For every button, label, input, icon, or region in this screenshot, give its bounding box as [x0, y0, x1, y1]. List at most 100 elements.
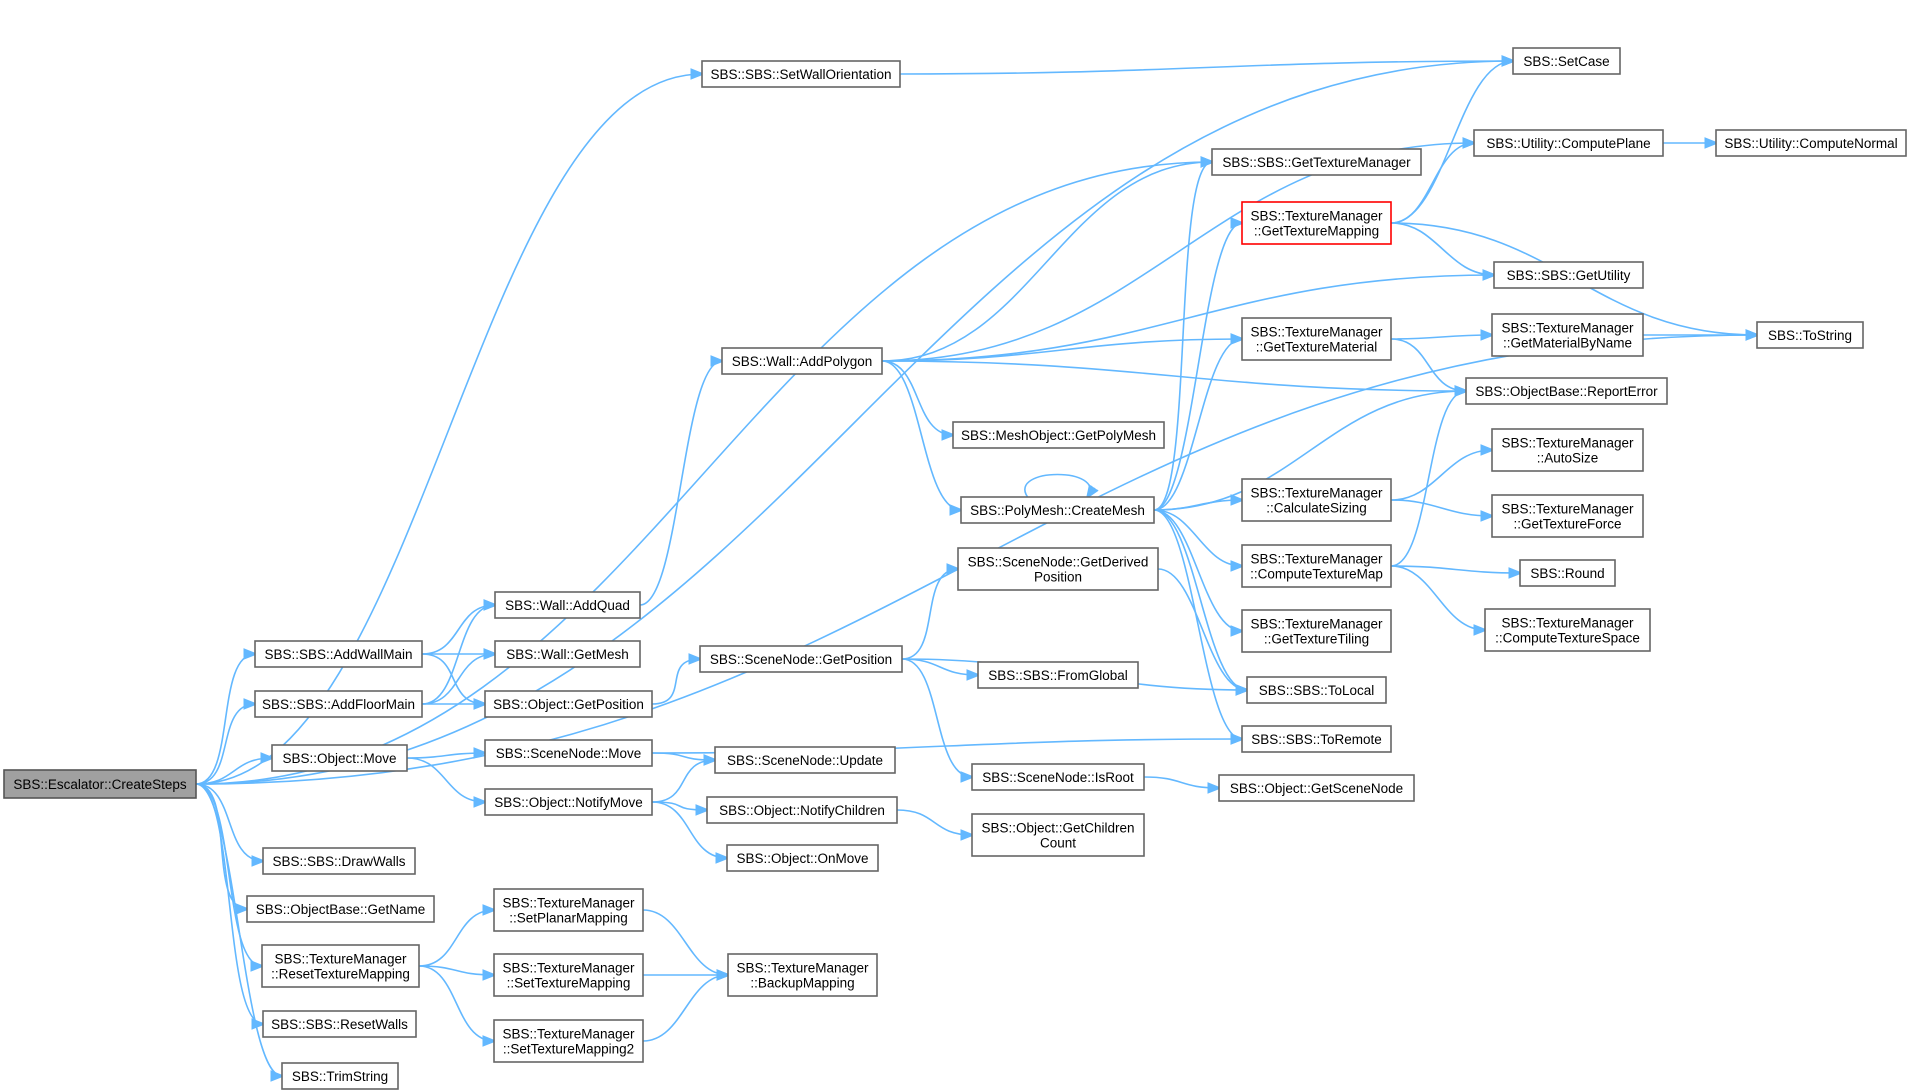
- node-layer: SBS::Escalator::CreateSteps SBS::SBS::Add…: [3, 47, 1907, 1090]
- node-object-on-move[interactable]: SBS::Object::OnMove: [726, 844, 879, 872]
- node-scenenode-get-position[interactable]: SBS::SceneNode::GetPosition: [699, 645, 903, 673]
- edge-polymesh_create_mesh-to-sbs_to_local: [1153, 509, 1247, 690]
- node-box: [254, 690, 423, 718]
- node-get-texture-material[interactable]: SBS::TextureManager::GetTextureMaterial: [1241, 317, 1392, 361]
- edge-get_texture_mapping-to-utility_compute_plane: [1390, 143, 1474, 224]
- node-box: [1211, 148, 1422, 176]
- node-report-error[interactable]: SBS::ObjectBase::ReportError: [1465, 377, 1668, 405]
- node-label: SBS::Object::Move: [282, 751, 396, 766]
- edge-get_texture_material-to-report_error: [1390, 338, 1466, 391]
- node-box: [1241, 201, 1392, 245]
- node-box: [1473, 129, 1664, 157]
- edge-compute_texture_map-to-report_error: [1390, 391, 1466, 567]
- node-draw-walls[interactable]: SBS::SBS::DrawWalls: [262, 847, 416, 875]
- node-label: SBS::Wall::AddQuad: [505, 598, 630, 613]
- edge-reset_texture_mapping-to-set_planar_mapping: [418, 910, 494, 967]
- node-label: SBS::Utility::ComputeNormal: [1724, 136, 1897, 151]
- node-set-case[interactable]: SBS::SetCase: [1512, 47, 1621, 75]
- node-get-material-by-name[interactable]: SBS::TextureManager::GetMaterialByName: [1491, 313, 1644, 357]
- node-box: [977, 661, 1139, 689]
- node-label: SBS::Wall::GetMesh: [506, 647, 629, 662]
- edge-polymesh_create_mesh-to-calculate_sizing: [1153, 500, 1242, 511]
- node-add-floor-main[interactable]: SBS::SBS::AddFloorMain: [254, 690, 423, 718]
- node-add-wall-main[interactable]: SBS::SBS::AddWallMain: [254, 640, 423, 668]
- node-scenenode-is-root[interactable]: SBS::SceneNode::IsRoot: [971, 763, 1145, 791]
- node-scenenode-update[interactable]: SBS::SceneNode::Update: [714, 746, 896, 774]
- node-backup-mapping[interactable]: SBS::TextureManager::BackupMapping: [727, 953, 878, 997]
- node-wall-add-quad[interactable]: SBS::Wall::AddQuad: [494, 591, 641, 619]
- node-box: [254, 640, 423, 668]
- node-label: ::GetTextureMaterial: [1256, 340, 1378, 355]
- node-sbs-from-global[interactable]: SBS::SBS::FromGlobal: [977, 661, 1139, 689]
- node-label: SBS::TextureManager: [502, 961, 635, 976]
- node-label: SBS::Object::NotifyMove: [494, 795, 643, 810]
- node-set-planar-mapping[interactable]: SBS::TextureManager::SetPlanarMapping: [493, 888, 644, 932]
- node-box: [494, 591, 641, 619]
- node-trim-string[interactable]: SBS::TrimString: [281, 1062, 399, 1090]
- node-label: SBS::TextureManager: [1501, 502, 1634, 517]
- node-object-get-scene-node[interactable]: SBS::Object::GetSceneNode: [1218, 774, 1415, 802]
- node-auto-size[interactable]: SBS::TextureManager::AutoSize: [1491, 428, 1644, 472]
- node-get-texture-force[interactable]: SBS::TextureManager::GetTextureForce: [1491, 494, 1644, 538]
- node-objectbase-getname[interactable]: SBS::ObjectBase::GetName: [246, 895, 435, 923]
- node-sbs-round[interactable]: SBS::Round: [1519, 559, 1616, 587]
- node-label: ::ComputeTextureSpace: [1495, 631, 1640, 646]
- node-label: ::GetMaterialByName: [1503, 336, 1632, 351]
- node-set-wall-orientation[interactable]: SBS::SBS::SetWallOrientation: [701, 60, 901, 88]
- node-box: [484, 690, 653, 718]
- edge-set_planar_mapping-to-backup_mapping: [642, 909, 728, 975]
- node-create-steps[interactable]: SBS::Escalator::CreateSteps: [3, 769, 197, 799]
- node-set-texture-mapping[interactable]: SBS::TextureManager::SetTextureMapping: [493, 953, 644, 997]
- node-sbs-to-remote[interactable]: SBS::SBS::ToRemote: [1241, 725, 1392, 753]
- node-label: ::SetTextureMapping2: [503, 1042, 634, 1057]
- node-box: [1241, 609, 1392, 653]
- node-label: SBS::Round: [1530, 566, 1604, 581]
- node-box: [1241, 725, 1392, 753]
- node-compute-texture-space[interactable]: SBS::TextureManager::ComputeTextureSpace: [1484, 608, 1651, 652]
- node-reset-texture-mapping[interactable]: SBS::TextureManager::ResetTextureMapping: [261, 944, 420, 988]
- node-label: SBS::TextureManager: [1250, 209, 1383, 224]
- node-object-notify-children[interactable]: SBS::Object::NotifyChildren: [706, 796, 898, 824]
- node-label: SBS::SBS::AddWallMain: [264, 647, 412, 662]
- node-get-texture-tiling[interactable]: SBS::TextureManager::GetTextureTiling: [1241, 609, 1392, 653]
- node-box: [714, 746, 896, 774]
- node-scenenode-move[interactable]: SBS::SceneNode::Move: [484, 739, 653, 767]
- edge-polymesh_create_mesh-to-get_texture_mapping: [1153, 223, 1242, 511]
- node-utility-compute-plane[interactable]: SBS::Utility::ComputePlane: [1473, 129, 1664, 157]
- node-object-get-position[interactable]: SBS::Object::GetPosition: [484, 690, 653, 718]
- node-get-texture-mapping[interactable]: SBS::TextureManager::GetTextureMapping: [1241, 201, 1392, 245]
- node-set-texture-mapping2[interactable]: SBS::TextureManager::SetTextureMapping2: [493, 1019, 644, 1063]
- node-label: SBS::TextureManager: [1250, 486, 1383, 501]
- node-reset-walls[interactable]: SBS::SBS::ResetWalls: [262, 1010, 417, 1038]
- node-label: SBS::Object::NotifyChildren: [719, 803, 885, 818]
- node-box: [971, 813, 1145, 857]
- edge-compute_texture_map-to-sbs_round: [1390, 565, 1520, 573]
- node-label: SBS::SBS::ToRemote: [1251, 732, 1382, 747]
- node-sbs-to-local[interactable]: SBS::SBS::ToLocal: [1246, 676, 1387, 704]
- node-label: SBS::Escalator::CreateSteps: [13, 777, 187, 792]
- node-wall-add-polygon[interactable]: SBS::Wall::AddPolygon: [721, 347, 883, 375]
- edge-create_steps-to-object_move: [195, 758, 272, 785]
- node-polymesh-create-mesh[interactable]: SBS::PolyMesh::CreateMesh: [960, 496, 1155, 524]
- node-box: [1491, 494, 1644, 538]
- node-calculate-sizing[interactable]: SBS::TextureManager::CalculateSizing: [1241, 478, 1392, 522]
- node-to-string[interactable]: SBS::ToString: [1756, 321, 1864, 349]
- node-box: [1241, 544, 1392, 588]
- node-box: [281, 1062, 399, 1090]
- node-sbs-get-utility[interactable]: SBS::SBS::GetUtility: [1493, 261, 1644, 289]
- node-box: [261, 944, 420, 988]
- node-object-notify-move[interactable]: SBS::Object::NotifyMove: [484, 788, 653, 816]
- node-box: [484, 739, 653, 767]
- node-label: SBS::TextureManager: [1250, 617, 1383, 632]
- node-utility-compute-normal[interactable]: SBS::Utility::ComputeNormal: [1715, 129, 1907, 157]
- node-meshobject-get-polymesh[interactable]: SBS::MeshObject::GetPolyMesh: [952, 421, 1165, 449]
- edge-polymesh_create_mesh-to-get_texture_material: [1153, 339, 1242, 511]
- node-compute-texture-map[interactable]: SBS::TextureManager::ComputeTextureMap: [1241, 544, 1392, 588]
- edge-wall_add_quad-to-wall_add_polygon: [639, 361, 722, 606]
- node-wall-get-mesh[interactable]: SBS::Wall::GetMesh: [494, 640, 641, 668]
- node-get-texture-manager[interactable]: SBS::SBS::GetTextureManager: [1211, 148, 1422, 176]
- node-box: [1465, 377, 1668, 405]
- node-object-move[interactable]: SBS::Object::Move: [271, 744, 408, 772]
